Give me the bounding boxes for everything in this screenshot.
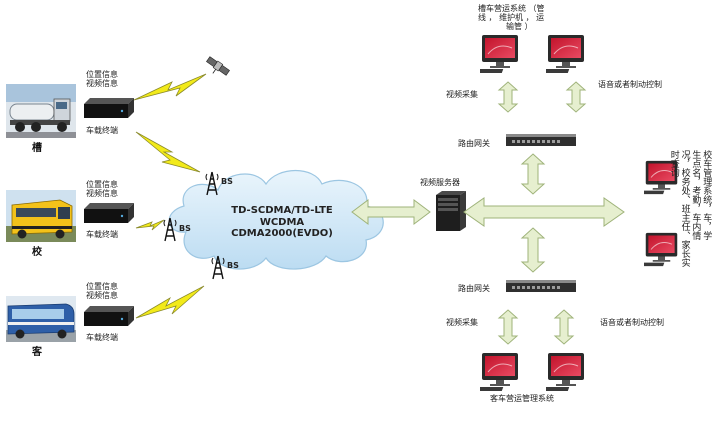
bottom-voice-control-label: 语音或者制动控制 (600, 318, 664, 327)
bs-label: BS (221, 177, 233, 186)
vehicle-terminal-2-device (84, 203, 134, 223)
vehicle-terminal-1-device (84, 98, 134, 118)
network-standards-label: TD-SCDMA/TD-LTE WCDMA CDMA2000(EVDO) (231, 205, 333, 239)
top-voice-control-label: 语音或者制动控制 (598, 80, 662, 89)
bs-label: BS (179, 224, 191, 233)
computer-monitor-icon (546, 352, 585, 392)
lightning-bolt-icon (135, 219, 165, 231)
vehicle-3-terminal-label: 车载终端 (86, 333, 118, 342)
double-arrow-vertical (565, 81, 587, 113)
lightning-bolt-icon (135, 131, 201, 173)
bottom-video-capture-label: 视频采集 (446, 318, 478, 327)
computer-monitor-icon (480, 34, 519, 74)
vehicle-3-category: 客 (32, 347, 42, 358)
school-bus-image (6, 190, 76, 242)
vehicle-2-terminal-label: 车载终端 (86, 230, 118, 239)
double-arrow-vertical (520, 153, 546, 195)
lightning-bolt-icon (135, 285, 205, 319)
double-arrow-vertical (497, 309, 519, 345)
vehicle-1-terminal-label: 车载终端 (86, 126, 118, 135)
school-system-description: 校车管理系统，车，学 生点名，考勤，车内情 况，校务处、班主任、家长实 时查询 (668, 150, 712, 267)
top-video-capture-label: 视频采集 (446, 90, 478, 99)
vehicle-1-info-label: 位置信息视频信息 (86, 70, 118, 89)
bottom-router-device (506, 280, 576, 292)
double-arrow-vertical (497, 81, 519, 113)
vehicle-2-category: 校 (32, 247, 42, 258)
computer-monitor-icon (480, 352, 519, 392)
coach-bus-image (6, 296, 76, 342)
tanker-truck-image (6, 84, 76, 138)
video-server-device (436, 191, 466, 231)
double-arrow-vertical (520, 227, 546, 273)
double-arrow-server-right (463, 197, 625, 227)
top-router-label: 路由网关 (458, 139, 490, 148)
vehicle-3-info-label: 位置信息视频信息 (86, 282, 118, 301)
bs-label: BS (227, 261, 239, 270)
computer-monitor-icon (546, 34, 585, 74)
video-server-label: 视频服务器 (420, 178, 460, 187)
satellite-icon (206, 56, 230, 76)
vehicle-terminal-3-device (84, 306, 134, 326)
double-arrow-vertical (553, 309, 575, 345)
bottom-router-label: 路由网关 (458, 284, 490, 293)
top-router-device (506, 134, 576, 146)
lightning-bolt-icon (133, 73, 207, 101)
vehicle-2-info-label: 位置信息视频信息 (86, 180, 118, 199)
bottom-system-label: 客车营运管理系统 (490, 394, 554, 403)
top-system-title: 槽车营运系统 （管 线 ， 维护机 ， 运 输管 ） (478, 4, 545, 32)
double-arrow-cloud-server (351, 199, 431, 225)
vehicle-1-category: 槽 (32, 143, 42, 154)
